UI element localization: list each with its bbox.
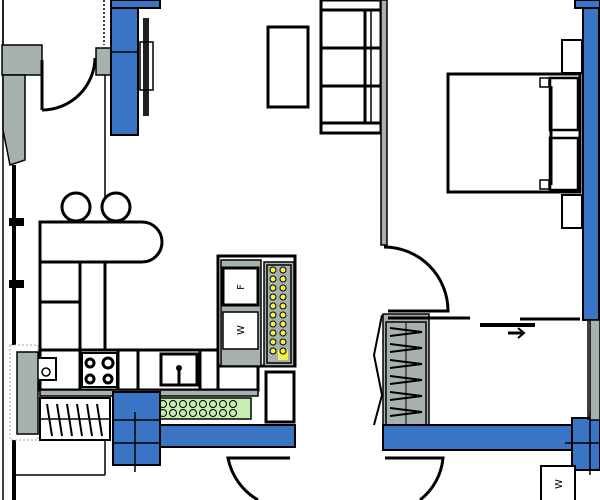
wine-bottle xyxy=(279,338,287,346)
radiator-fin xyxy=(86,403,93,437)
bottom-door-swing xyxy=(226,456,290,500)
rack-bottle xyxy=(179,409,187,417)
bar-stool xyxy=(100,191,132,223)
wine-bottle xyxy=(269,329,277,337)
wine-bottle xyxy=(279,320,287,328)
washer-label: W xyxy=(236,325,247,335)
bedroom-partition-wall xyxy=(380,0,388,246)
entrance-partition xyxy=(1,0,112,205)
bedroom-door-swing xyxy=(383,245,450,313)
wine-bottle xyxy=(269,347,277,355)
rack-bottle xyxy=(189,400,197,408)
radiator-fin xyxy=(46,403,53,437)
rack-bottle xyxy=(219,400,227,408)
sofa xyxy=(319,0,383,135)
wine-bottle xyxy=(279,293,287,301)
fridge-label: F xyxy=(236,284,247,290)
nightstand xyxy=(561,194,583,229)
wine-bottle xyxy=(279,275,287,283)
green-rack xyxy=(153,397,252,420)
wine-bottle xyxy=(269,311,277,319)
rack-bottle xyxy=(199,400,207,408)
radiator-fin xyxy=(56,403,63,437)
wine-bottle xyxy=(269,275,277,283)
wine-bottle xyxy=(279,284,287,292)
wine-bottle xyxy=(269,338,277,346)
wine-bottle xyxy=(279,347,287,355)
rack-bottle xyxy=(209,409,217,417)
structural-wall-bottom xyxy=(159,424,296,448)
structural-column-top xyxy=(110,0,161,136)
wine-bottle xyxy=(279,311,287,319)
wine-bottle xyxy=(279,266,287,274)
wine-bottle xyxy=(269,284,277,292)
coffee-table xyxy=(266,25,310,109)
double-bed xyxy=(446,72,582,194)
arrow-right-icon xyxy=(508,327,526,339)
rack-bottle xyxy=(229,409,237,417)
structural-column-bottom xyxy=(112,391,165,472)
rack-bottle xyxy=(169,409,177,417)
wine-bottle xyxy=(269,320,277,328)
wine-bottle xyxy=(269,266,277,274)
rack-bottle xyxy=(169,400,177,408)
bottom-right-door-swing xyxy=(385,456,445,500)
bar-stool xyxy=(60,191,92,223)
wine-rack xyxy=(263,261,295,367)
rack-bottle xyxy=(229,400,237,408)
radiator-fin xyxy=(96,403,103,437)
bath-faucet-icon xyxy=(35,357,57,381)
washer-label-2: W xyxy=(554,479,565,489)
nightstand xyxy=(561,39,583,74)
radiator-fin xyxy=(76,403,83,437)
rack-bottle xyxy=(179,400,187,408)
bath-partition xyxy=(9,344,39,441)
structural-wall-bottom-right xyxy=(382,424,576,451)
rack-bottle xyxy=(199,409,207,417)
wine-bottle xyxy=(269,293,277,301)
sink-icon xyxy=(159,352,199,387)
wine-bottle xyxy=(279,329,287,337)
radiator-fin xyxy=(66,403,73,437)
rack-bottle xyxy=(219,409,227,417)
structural-column-bottom-right xyxy=(565,412,600,475)
rack-bottle xyxy=(189,409,197,417)
right-exterior-wall xyxy=(574,0,600,421)
wine-bottle xyxy=(269,302,277,310)
curtain xyxy=(139,18,154,116)
stove-hob-icon xyxy=(81,352,118,388)
radiator xyxy=(39,397,111,441)
wardrobe xyxy=(372,313,470,426)
wine-bottle xyxy=(279,302,287,310)
storage-box xyxy=(264,370,296,424)
rack-bottle xyxy=(209,400,217,408)
bar-counter xyxy=(38,220,164,264)
entrance-door-swing xyxy=(41,57,97,112)
sliding-door xyxy=(480,317,580,327)
washer-box: W xyxy=(540,465,576,500)
